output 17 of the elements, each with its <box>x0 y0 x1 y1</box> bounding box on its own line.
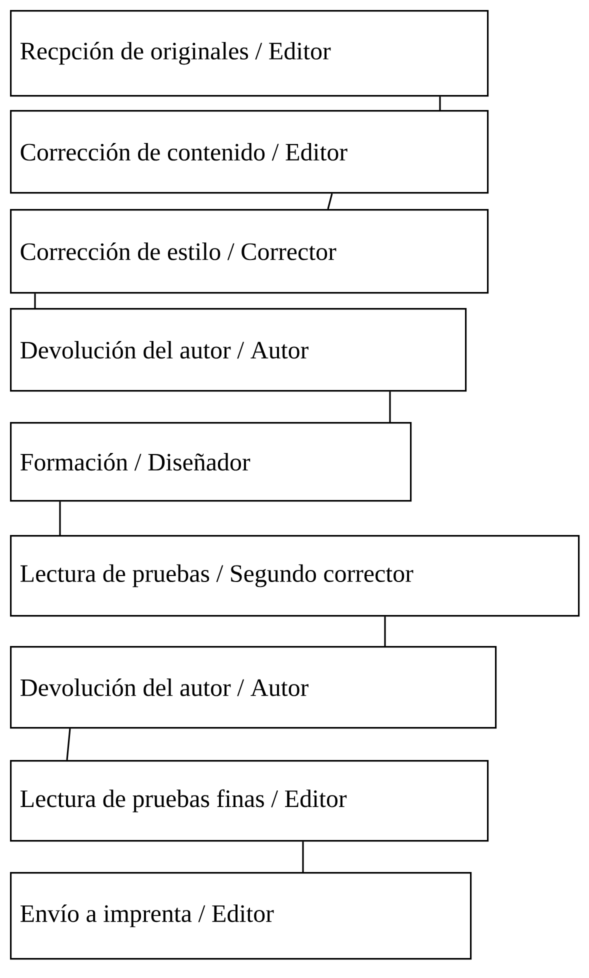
connector-line <box>389 392 391 422</box>
process-box: Corrección de estilo / Corrector <box>10 209 489 294</box>
connector-line <box>302 842 304 872</box>
process-box: Devolución del autor / Autor <box>10 308 467 392</box>
process-box: Recpción de originales / Editor <box>10 10 489 97</box>
process-box: Corrección de contenido / Editor <box>10 110 489 194</box>
process-box: Lectura de pruebas finas / Editor <box>10 760 489 842</box>
process-box: Lectura de pruebas / Segundo corrector <box>10 535 580 617</box>
connector-line <box>439 96 441 110</box>
connector-line <box>66 728 71 760</box>
process-box: Devolución del autor / Autor <box>10 646 497 729</box>
process-box: Envío a imprenta / Editor <box>10 872 472 960</box>
connector-line <box>384 616 386 646</box>
connector-line <box>327 193 333 210</box>
process-box: Formación / Diseñador <box>10 422 412 502</box>
connector-line <box>34 294 36 308</box>
connector-line <box>59 502 61 535</box>
